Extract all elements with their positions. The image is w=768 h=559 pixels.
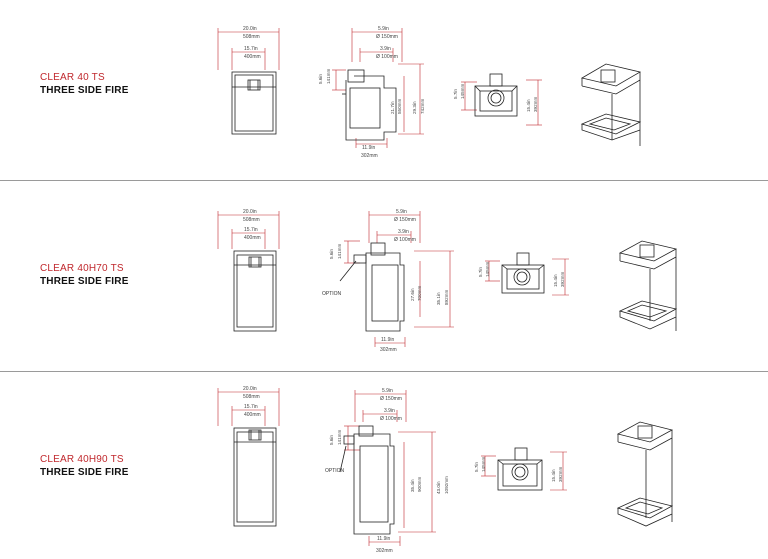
option-label: OPTION xyxy=(322,291,342,297)
technical-drawings: 20.0in 508mm 15.7in 400mm 5.9in Ø 150mm … xyxy=(217,386,674,554)
side-h1-in: 27.6in xyxy=(410,288,415,301)
front-inner-in: 15.7in xyxy=(244,227,258,233)
model-name: CLEAR 40 TS xyxy=(40,72,105,83)
model-name: CLEAR 40H90 TS xyxy=(40,454,124,465)
side-top-mm: 141mm xyxy=(326,69,331,84)
side-depth-mm: 302mm xyxy=(376,548,393,554)
product-row-1: CLEAR 40 TS THREE SIDE FIRE xyxy=(0,0,768,180)
dimension-labels: 20.0in 508mm 15.7in 400mm 5.9in Ø 150mm … xyxy=(243,386,563,554)
front-overall-in: 20.0in xyxy=(243,209,257,215)
side-h2-mm: 742mm xyxy=(420,99,425,114)
product-row-2: CLEAR 40H70 TS THREE SIDE FIRE xyxy=(0,181,768,371)
side-flue2-in: 3.9in xyxy=(380,46,391,52)
plan-left-in: 5.7in xyxy=(474,462,479,472)
side-top-mm: 141mm xyxy=(337,430,342,445)
plan-right-in: 15.4in xyxy=(553,274,558,287)
model-name: CLEAR 40H70 TS xyxy=(40,263,124,274)
plan-left-mm: 145mm xyxy=(481,457,486,472)
front-overall-mm: 508mm xyxy=(243,34,260,40)
side-h1-mm: 900mm xyxy=(417,477,422,492)
side-flue2-mm: Ø 100mm xyxy=(380,416,402,422)
side-h1-in: 21.7in xyxy=(390,101,395,114)
divider xyxy=(0,371,768,372)
side-flue-mm: Ø 150mm xyxy=(394,217,416,223)
side-h1-mm: 550mm xyxy=(397,99,402,114)
side-depth-in: 11.9in xyxy=(362,145,375,151)
front-overall-in: 20.0in xyxy=(243,26,257,32)
product-label: CLEAR 40H70 TS THREE SIDE FIRE xyxy=(40,262,129,288)
side-flue-mm: Ø 150mm xyxy=(380,396,402,402)
fire-type: THREE SIDE FIRE xyxy=(40,85,129,96)
plan-right-mm: 392mm xyxy=(560,272,565,287)
side-depth-mm: 302mm xyxy=(380,347,397,353)
side-top-in: 5.6in xyxy=(318,74,323,84)
technical-drawings: 20.0in 508mm 15.7in 400mm 5.9in Ø 150mm … xyxy=(217,26,642,159)
side-top-in: 5.6in xyxy=(329,249,334,259)
plan-left-mm: 145mm xyxy=(485,262,490,277)
side-flue2-in: 3.9in xyxy=(384,408,395,414)
side-flue2-in: 3.9in xyxy=(398,229,409,235)
product-label: CLEAR 40H90 TS THREE SIDE FIRE xyxy=(40,453,129,479)
side-top-mm: 141mm xyxy=(337,244,342,259)
side-h2-mm: 1092mm xyxy=(444,476,449,494)
plan-left-in: 5.7in xyxy=(478,267,483,277)
side-depth-in: 11.9in xyxy=(381,337,394,343)
front-inner-in: 15.7in xyxy=(244,404,258,410)
side-top-in: 5.6in xyxy=(329,435,334,445)
side-flue2-mm: Ø 100mm xyxy=(376,54,398,60)
plan-left-in: 5.7in xyxy=(453,89,458,99)
front-overall-mm: 508mm xyxy=(243,394,260,400)
dimension-labels: 20.0in 508mm 15.7in 400mm 5.9in Ø 150mm … xyxy=(243,209,565,353)
side-h1-in: 35.4in xyxy=(410,479,415,492)
side-h2-in: 29.3in xyxy=(412,101,417,114)
front-inner-mm: 400mm xyxy=(244,54,261,60)
front-overall-in: 20.0in xyxy=(243,386,257,392)
dimension-labels: 20.0in 508mm 15.7in 400mm 5.9in Ø 150mm … xyxy=(243,26,538,159)
front-inner-in: 15.7in xyxy=(244,46,258,52)
side-h2-mm: 892mm xyxy=(444,290,449,305)
side-h2-in: 35.1in xyxy=(436,292,441,305)
side-depth-mm: 302mm xyxy=(361,153,378,159)
option-label: OPTION xyxy=(325,468,345,474)
product-row-3: CLEAR 40H90 TS THREE SIDE FIRE xyxy=(0,372,768,559)
side-h1-mm: 700mm xyxy=(417,286,422,301)
side-flue-in: 5.9in xyxy=(396,209,407,215)
side-h2-in: 43.0in xyxy=(436,481,441,494)
technical-drawings: 20.0in 508mm 15.7in 400mm 5.9in Ø 150mm … xyxy=(217,209,678,353)
plan-right-in: 15.4in xyxy=(526,99,531,112)
plan-right-mm: 392mm xyxy=(533,97,538,112)
fire-type: THREE SIDE FIRE xyxy=(40,276,129,287)
plan-left-mm: 145mm xyxy=(460,84,465,99)
side-flue2-mm: Ø 100mm xyxy=(394,237,416,243)
side-flue-in: 5.9in xyxy=(378,26,389,32)
product-label: CLEAR 40 TS THREE SIDE FIRE xyxy=(40,71,129,97)
fire-type: THREE SIDE FIRE xyxy=(40,467,129,478)
side-flue-in: 5.9in xyxy=(382,388,393,394)
front-overall-mm: 508mm xyxy=(243,217,260,223)
plan-right-in: 15.4in xyxy=(551,469,556,482)
side-flue-mm: Ø 150mm xyxy=(376,34,398,40)
front-inner-mm: 400mm xyxy=(244,412,261,418)
plan-right-mm: 392mm xyxy=(558,467,563,482)
divider xyxy=(0,180,768,181)
side-depth-in: 11.9in xyxy=(377,536,390,542)
front-inner-mm: 400mm xyxy=(244,235,261,241)
